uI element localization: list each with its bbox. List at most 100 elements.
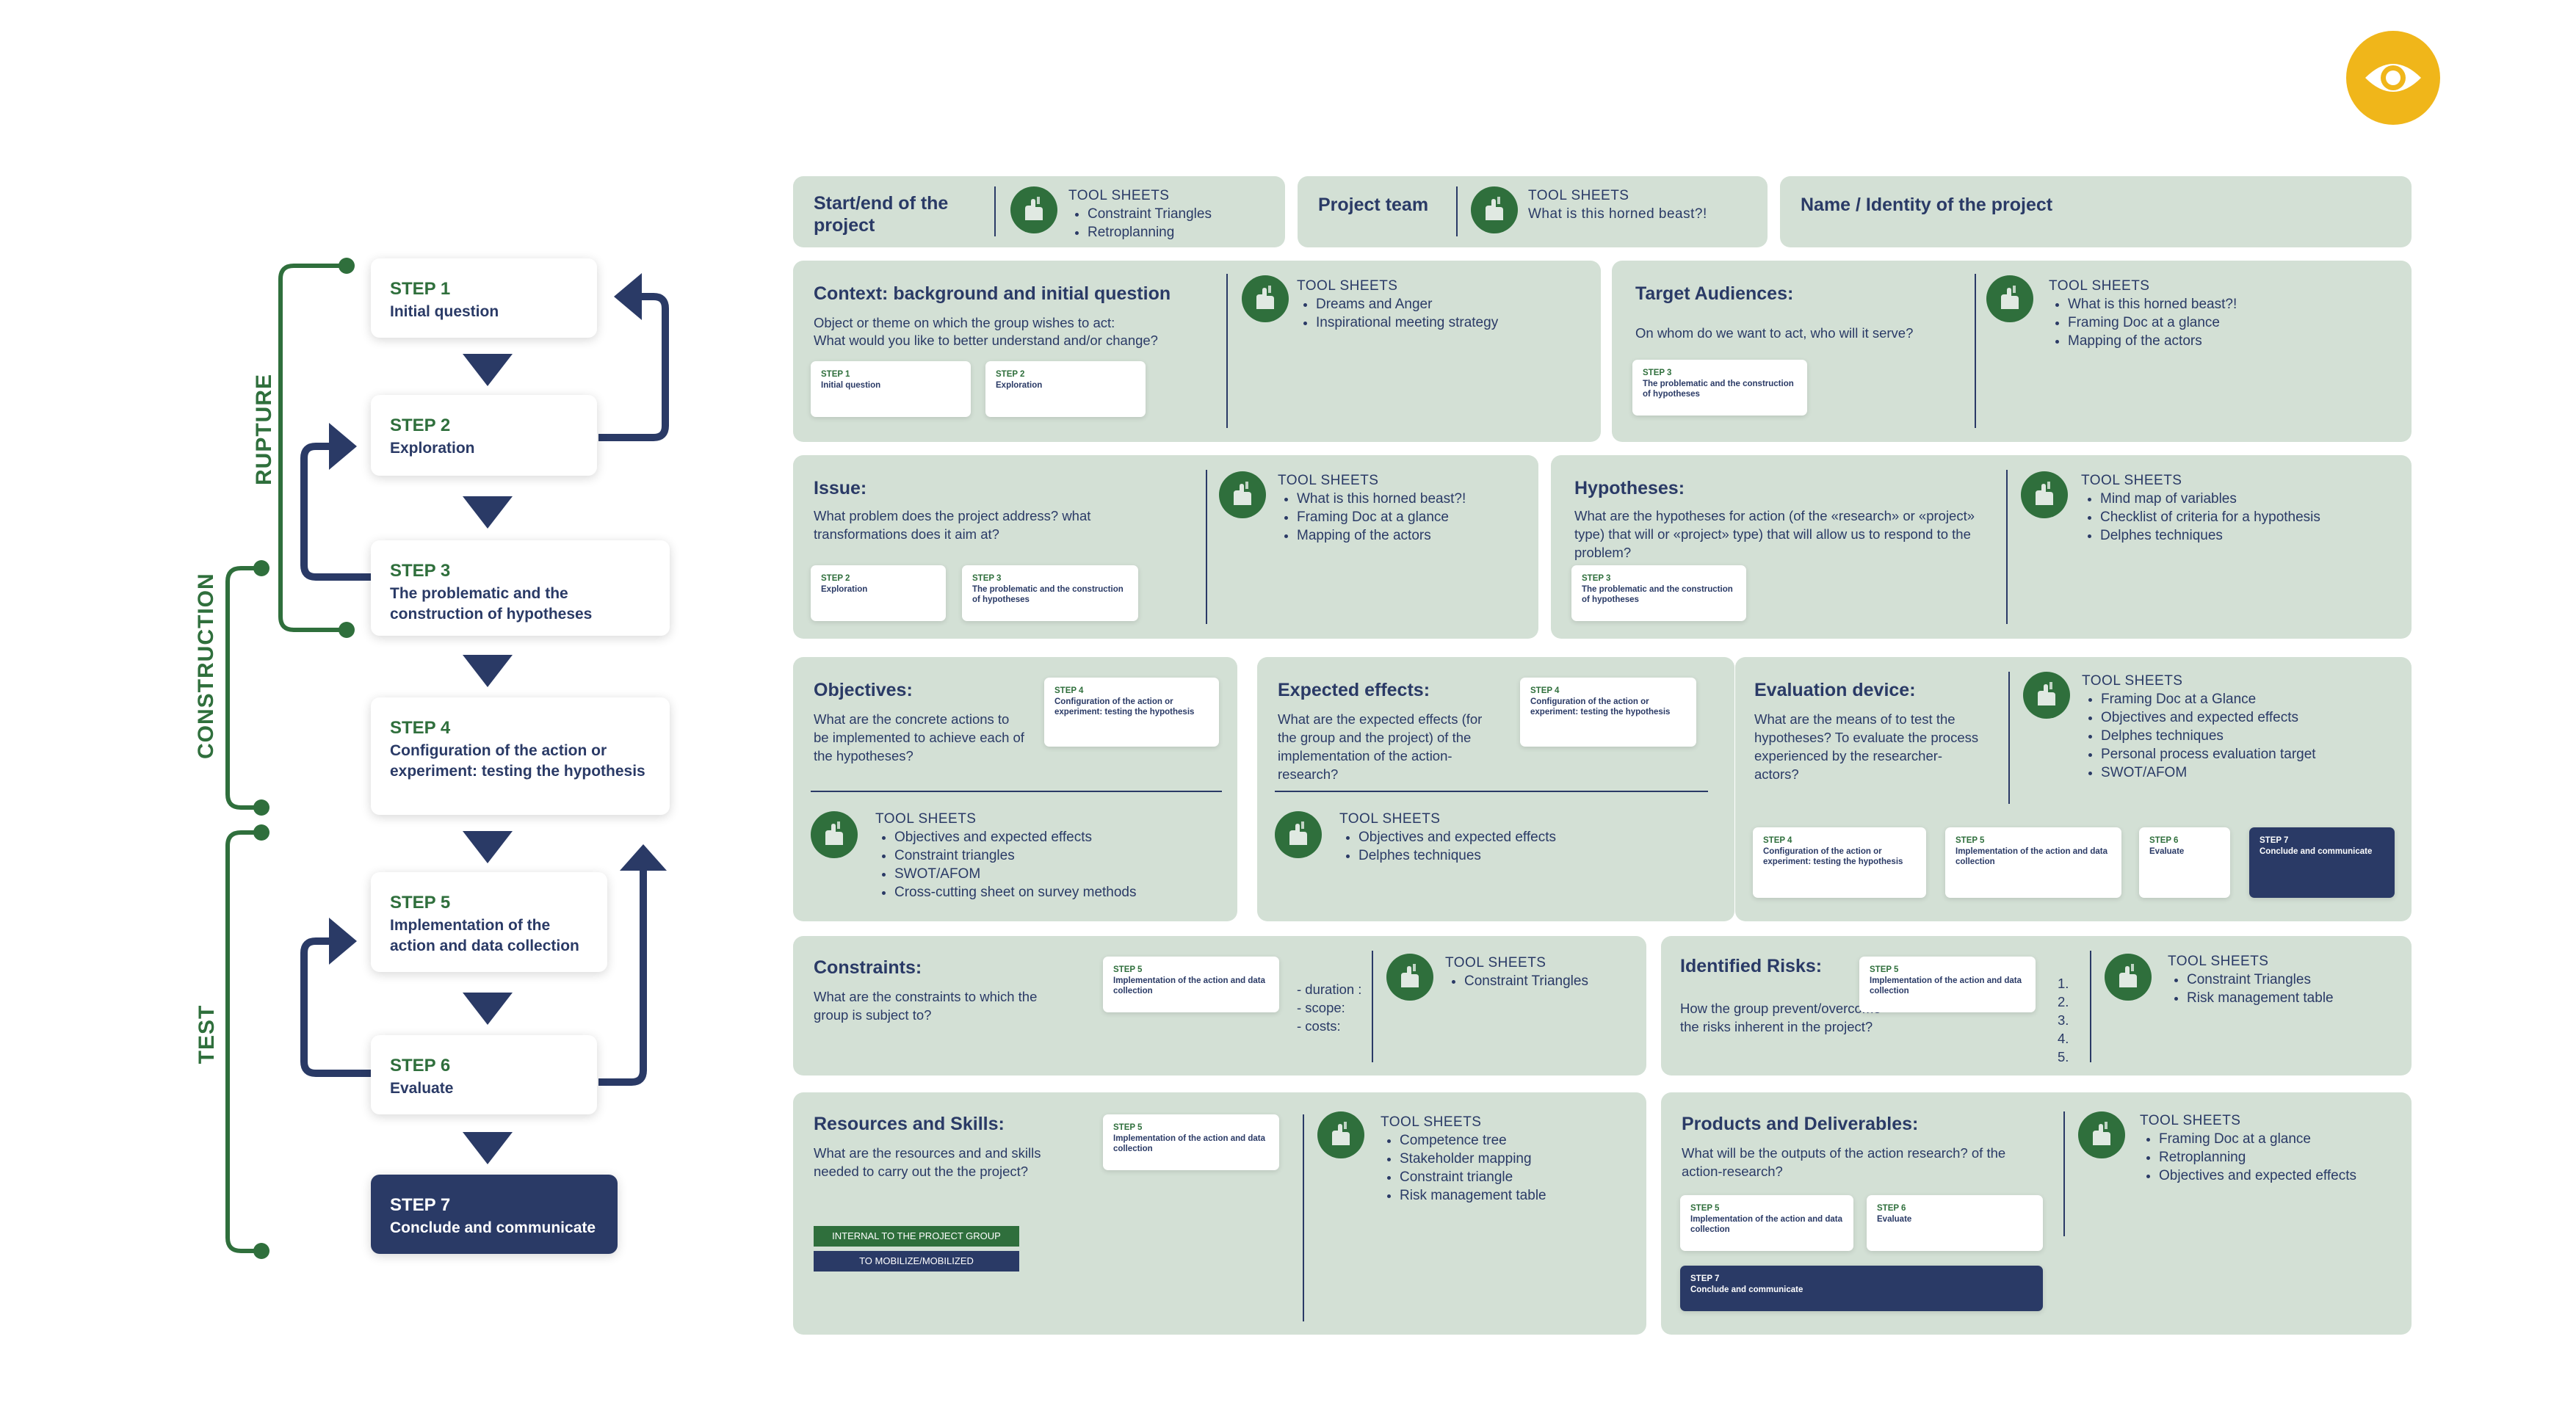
issue-tools-header: TOOL SHEETS	[1278, 473, 1379, 488]
evaluation-device-question: What are the means of to test the hypoth…	[1754, 711, 1979, 782]
step-card-text: Evaluate	[1877, 1215, 1912, 1224]
context-tool-item[interactable]: Inspirational meeting strategy	[1316, 313, 1591, 332]
resources-skills-tool-item[interactable]: Constraint triangle	[1400, 1168, 1638, 1186]
target-audiences-tool-item[interactable]: Framing Doc at a glance	[2068, 313, 2394, 332]
objectives-tool-item[interactable]: Constraint triangles	[894, 846, 1228, 865]
target-audiences-tool-item[interactable]: What is this horned beast?!	[2068, 295, 2394, 313]
resources-skills-tool-item[interactable]: Stakeholder mapping	[1400, 1150, 1638, 1168]
objectives-tool-item[interactable]: Objectives and expected effects	[894, 828, 1228, 846]
hypotheses-step-card[interactable]: STEP 3 The problematic and the construct…	[1571, 565, 1746, 621]
hypotheses-tools: TOOL SHEETS Mind map of variables Checkl…	[2081, 471, 2404, 545]
project-team-divider	[1456, 186, 1458, 236]
hypotheses-tool-item[interactable]: Checklist of criteria for a hypothesis	[2100, 508, 2404, 526]
step-card-number: STEP 5	[1113, 1123, 1143, 1132]
project-team-tool-item[interactable]: What is this horned beast?!	[1528, 206, 1707, 222]
eye-icon[interactable]	[2346, 31, 2440, 125]
flow-step-5[interactable]: STEP 5 Implementation of the action and …	[371, 872, 607, 972]
constraints-list-item[interactable]: - scope:	[1297, 1000, 1345, 1015]
context-step-card-1[interactable]: STEP 1 Initial question	[811, 361, 971, 417]
start-end-tool-item[interactable]: Retroplanning	[1088, 223, 1274, 242]
context-tool-item[interactable]: Dreams and Anger	[1316, 295, 1591, 313]
expected-effects-step-card[interactable]: STEP 4 Configuration of the action or ex…	[1520, 678, 1696, 747]
products-step-card-6[interactable]: STEP 6 Evaluate	[1867, 1195, 2043, 1251]
constraints-list-item[interactable]: - duration :	[1297, 982, 1362, 997]
resources-tag-internal[interactable]: INTERNAL TO THE PROJECT GROUP	[814, 1226, 1019, 1247]
hypotheses-question: What are the hypotheses for action (of t…	[1574, 508, 1975, 560]
evaluation-device-tool-item[interactable]: Delphes techniques	[2101, 727, 2405, 745]
evaluation-step-card-6[interactable]: STEP 6 Evaluate	[2139, 827, 2230, 898]
start-end-tool-item[interactable]: Constraint Triangles	[1088, 205, 1274, 223]
constraints-tool-item[interactable]: Constraint Triangles	[1464, 972, 1636, 990]
evaluation-step-card-4[interactable]: STEP 4 Configuration of the action or ex…	[1753, 827, 1926, 898]
loop-arrowhead-step1	[614, 273, 642, 320]
down-arrow-2	[463, 496, 513, 529]
issue-tool-item[interactable]: What is this horned beast?!	[1297, 490, 1535, 508]
context-question-1: Object or theme on which the group wishe…	[814, 315, 1115, 330]
evaluation-device-tools: TOOL SHEETS Framing Doc at a Glance Obje…	[2082, 672, 2405, 782]
flow-step-4[interactable]: STEP 4 Configuration of the action or ex…	[371, 697, 670, 815]
step-card-number: STEP 2	[821, 574, 850, 583]
identified-risks-list-item[interactable]: 2.	[2058, 994, 2069, 1009]
identified-risks-list-item[interactable]: 4.	[2058, 1031, 2069, 1046]
step-card-text: Conclude and communicate	[1690, 1285, 1803, 1294]
rupture-bracket	[278, 264, 347, 632]
expected-effects-tool-item[interactable]: Objectives and expected effects	[1358, 828, 1692, 846]
identified-risks-step-card[interactable]: STEP 5 Implementation of the action and …	[1859, 957, 2036, 1012]
issue-tools: TOOL SHEETS What is this horned beast?! …	[1278, 471, 1535, 545]
step-card-text: Initial question	[821, 381, 881, 390]
evaluation-device-tool-item[interactable]: Objectives and expected effects	[2101, 708, 2405, 727]
products-deliverables-tool-item[interactable]: Objectives and expected effects	[2159, 1167, 2404, 1185]
loop-step6-to-step4	[598, 871, 647, 1086]
hypotheses-tool-item[interactable]: Delphes techniques	[2100, 526, 2404, 545]
evaluation-device-tool-item[interactable]: SWOT/AFOM	[2101, 763, 2405, 782]
target-audiences-tool-item[interactable]: Mapping of the actors	[2068, 332, 2394, 350]
target-audiences-step-card[interactable]: STEP 3 The problematic and the construct…	[1632, 360, 1807, 416]
start-end-tools-header: TOOL SHEETS	[1068, 188, 1170, 203]
products-step-card-7[interactable]: STEP 7 Conclude and communicate	[1680, 1266, 2043, 1311]
hand-wrench-icon	[2021, 471, 2068, 518]
flow-step-6[interactable]: STEP 6 Evaluate	[371, 1035, 597, 1114]
flow-step-2[interactable]: STEP 2 Exploration	[371, 395, 597, 476]
issue-step-card-2[interactable]: STEP 3 The problematic and the construct…	[962, 565, 1138, 621]
flow-step-7[interactable]: STEP 7 Conclude and communicate	[371, 1175, 618, 1254]
products-deliverables-tool-item[interactable]: Retroplanning	[2159, 1148, 2404, 1167]
flow-step-2-text: Exploration	[390, 440, 475, 457]
resources-tag-mobilize[interactable]: TO MOBILIZE/MOBILIZED	[814, 1251, 1019, 1272]
context-step-card-2[interactable]: STEP 2 Exploration	[985, 361, 1146, 417]
objectives-tool-item[interactable]: SWOT/AFOM	[894, 865, 1228, 883]
products-deliverables-tool-item[interactable]: Framing Doc at a glance	[2159, 1130, 2404, 1148]
evaluation-device-tool-item[interactable]: Personal process evaluation target	[2101, 745, 2405, 763]
resources-skills-step-card[interactable]: STEP 5 Implementation of the action and …	[1103, 1114, 1279, 1170]
step-card-text: Implementation of the action and data co…	[1690, 1215, 1843, 1234]
hypotheses-tool-item[interactable]: Mind map of variables	[2100, 490, 2404, 508]
identified-risks-list-item[interactable]: 5.	[2058, 1049, 2069, 1064]
identified-risks-list-item[interactable]: 1.	[2058, 976, 2069, 991]
constraints-list-item[interactable]: - costs:	[1297, 1018, 1341, 1034]
issue-question: What problem does the project address? w…	[814, 508, 1091, 542]
identified-risks-tool-item[interactable]: Risk management table	[2187, 989, 2403, 1007]
phase-rupture-label: RUPTURE	[252, 373, 276, 485]
objectives-tool-item[interactable]: Cross-cutting sheet on survey methods	[894, 883, 1228, 902]
hand-wrench-icon	[1986, 275, 2033, 322]
evaluation-step-card-7[interactable]: STEP 7 Conclude and communicate	[2249, 827, 2395, 898]
objectives-step-card[interactable]: STEP 4 Configuration of the action or ex…	[1044, 678, 1219, 747]
identified-risks-list-item[interactable]: 3.	[2058, 1012, 2069, 1028]
constraints-step-card[interactable]: STEP 5 Implementation of the action and …	[1103, 957, 1279, 1012]
resources-skills-tool-item[interactable]: Competence tree	[1400, 1131, 1638, 1150]
products-step-card-5[interactable]: STEP 5 Implementation of the action and …	[1680, 1195, 1853, 1251]
flow-step-3[interactable]: STEP 3 The problematic and the construct…	[371, 540, 670, 636]
resources-skills-tool-item[interactable]: Risk management table	[1400, 1186, 1638, 1205]
identified-risks-tool-item[interactable]: Constraint Triangles	[2187, 971, 2403, 989]
step-card-number: STEP 6	[2149, 836, 2179, 845]
issue-step-card-1[interactable]: STEP 2 Exploration	[811, 565, 946, 621]
expected-effects-tool-item[interactable]: Delphes techniques	[1358, 846, 1692, 865]
flow-step-1[interactable]: STEP 1 Initial question	[371, 258, 597, 338]
issue-tool-item[interactable]: Framing Doc at a glance	[1297, 508, 1535, 526]
project-name-title: Name / Identity of the project	[1801, 195, 2053, 215]
evaluation-step-card-5[interactable]: STEP 5 Implementation of the action and …	[1945, 827, 2121, 898]
flow-step-7-text: Conclude and communicate	[390, 1219, 596, 1236]
flow-step-3-number: STEP 3	[390, 561, 451, 581]
target-audiences-divider	[1975, 274, 1976, 428]
evaluation-device-tool-item[interactable]: Framing Doc at a Glance	[2101, 690, 2405, 708]
issue-tool-item[interactable]: Mapping of the actors	[1297, 526, 1535, 545]
